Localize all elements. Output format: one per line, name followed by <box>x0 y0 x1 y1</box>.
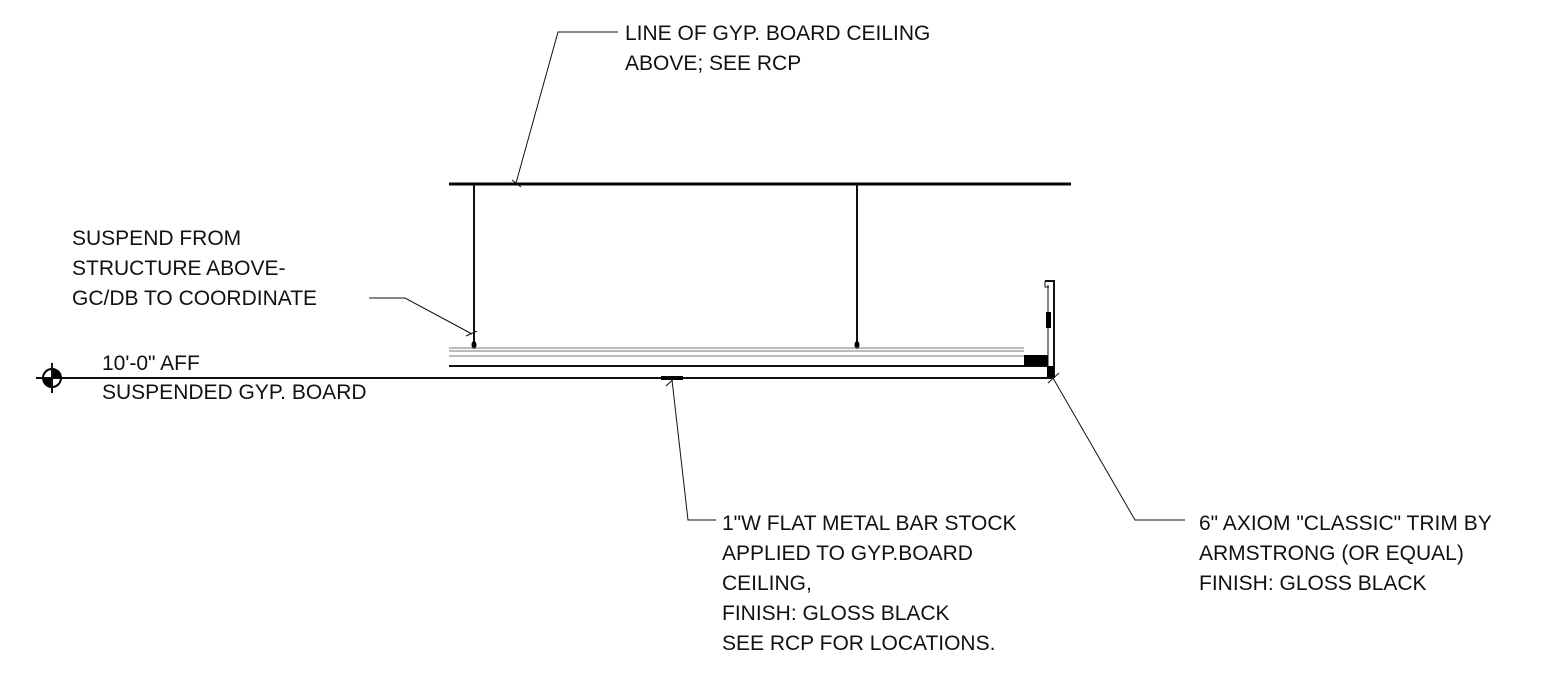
trim-note: 6" AXIOM "CLASSIC" TRIM BY ARMSTRONG (OR… <box>1199 512 1497 595</box>
note-line: 6" AXIOM "CLASSIC" TRIM BY <box>1199 512 1492 535</box>
suspend-note: SUSPEND FROM STRUCTURE ABOVE- GC/DB TO C… <box>72 227 317 310</box>
note-line: 1"W FLAT METAL BAR STOCK <box>722 512 1017 535</box>
note-line: SUSPEND FROM <box>72 227 241 250</box>
hanger-rod-left <box>471 184 477 349</box>
elevation-note: 10'-0" AFF SUSPENDED GYP. BOARD <box>102 352 367 404</box>
note-line: LINE OF GYP. BOARD CEILING <box>625 22 930 45</box>
note-line: CEILING, <box>722 572 812 595</box>
leader-trim <box>1047 372 1185 521</box>
note-line: 10'-0" AFF <box>102 352 200 375</box>
leader-ceiling-line <box>511 31 618 188</box>
suspended-gyp-board <box>449 347 1052 379</box>
note-line: STRUCTURE ABOVE- <box>72 257 286 280</box>
datum-target-icon <box>42 363 62 393</box>
hanger-rod-right <box>854 184 860 349</box>
note-line: APPLIED TO GYP.BOARD <box>722 542 973 565</box>
ceiling-line-note: LINE OF GYP. BOARD CEILING ABOVE; SEE RC… <box>625 22 936 75</box>
note-line: SUSPENDED GYP. BOARD <box>102 381 367 404</box>
axiom-trim-profile <box>1024 280 1055 378</box>
note-line: FINISH: GLOSS BLACK <box>1199 572 1427 595</box>
flat-bar-stock <box>661 376 683 380</box>
note-line: SEE RCP FOR LOCATIONS. <box>722 632 995 655</box>
note-line: ABOVE; SEE RCP <box>625 52 801 75</box>
leader-bar-stock <box>665 375 716 521</box>
note-line: ARMSTRONG (OR EQUAL) <box>1199 542 1464 565</box>
leader-suspend <box>369 297 478 337</box>
note-line: GC/DB TO COORDINATE <box>72 287 317 310</box>
note-line: FINISH: GLOSS BLACK <box>722 602 950 625</box>
bar-stock-note: 1"W FLAT METAL BAR STOCK APPLIED TO GYP.… <box>722 512 1022 655</box>
